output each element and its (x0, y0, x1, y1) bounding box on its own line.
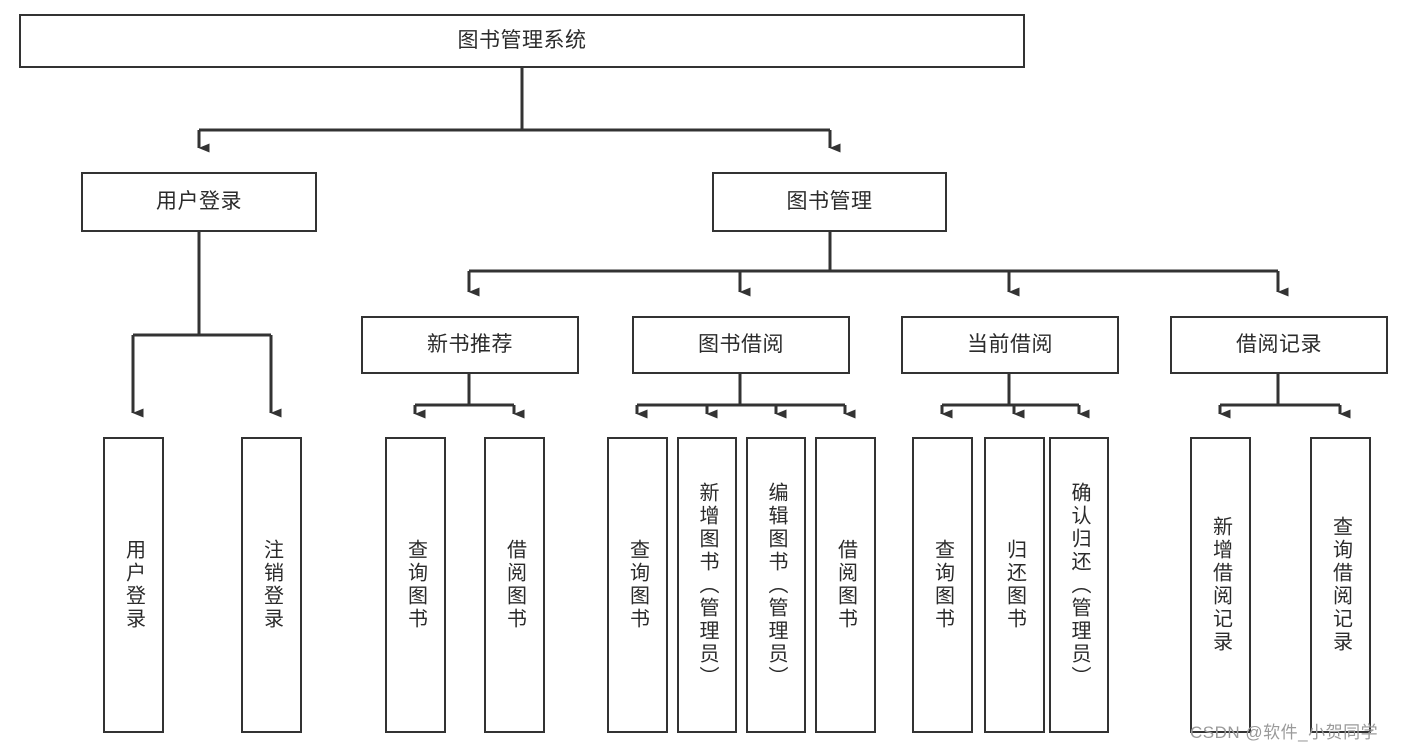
node-leaf-4-label: 查询图书 (626, 539, 649, 631)
node-leaf-10-label: 确认归还（管理员） (1068, 481, 1090, 689)
node-leaf-5-label: 新增图书（管理员） (696, 481, 718, 689)
node-leaf-8[interactable]: 查询图书 (912, 437, 973, 733)
node-level2-1-label: 图书管理 (786, 190, 873, 214)
node-level2-0-label: 用户登录 (156, 190, 242, 214)
node-leaf-1-label: 注销登录 (260, 539, 283, 631)
node-leaf-1[interactable]: 注销登录 (241, 437, 302, 733)
node-leaf-11[interactable]: 新增借阅记录 (1190, 437, 1251, 733)
node-leaf-6[interactable]: 编辑图书（管理员） (746, 437, 806, 733)
node-level3-3-label: 借阅记录 (1236, 333, 1322, 357)
node-leaf-7-label: 借阅图书 (834, 539, 857, 631)
node-leaf-3[interactable]: 借阅图书 (484, 437, 545, 733)
node-leaf-9-label: 归还图书 (1003, 539, 1026, 631)
node-root[interactable]: 图书管理系统 (19, 14, 1025, 68)
node-leaf-5[interactable]: 新增图书（管理员） (677, 437, 737, 733)
node-level3-0[interactable]: 新书推荐 (361, 316, 579, 374)
node-level3-3[interactable]: 借阅记录 (1170, 316, 1388, 374)
node-leaf-0[interactable]: 用户登录 (103, 437, 164, 733)
node-level3-1-label: 图书借阅 (698, 333, 784, 357)
node-leaf-7[interactable]: 借阅图书 (815, 437, 876, 733)
node-leaf-9[interactable]: 归还图书 (984, 437, 1045, 733)
node-leaf-8-label: 查询图书 (931, 539, 954, 631)
node-leaf-12[interactable]: 查询借阅记录 (1310, 437, 1371, 733)
node-leaf-0-label: 用户登录 (122, 539, 145, 631)
node-leaf-12-label: 查询借阅记录 (1329, 516, 1352, 654)
node-leaf-10[interactable]: 确认归还（管理员） (1049, 437, 1109, 733)
node-leaf-2[interactable]: 查询图书 (385, 437, 446, 733)
node-level3-0-label: 新书推荐 (427, 333, 513, 357)
node-leaf-11-label: 新增借阅记录 (1209, 516, 1232, 654)
node-leaf-4[interactable]: 查询图书 (607, 437, 668, 733)
node-level3-2[interactable]: 当前借阅 (901, 316, 1119, 374)
node-level3-1[interactable]: 图书借阅 (632, 316, 850, 374)
node-leaf-6-label: 编辑图书（管理员） (765, 481, 787, 689)
node-leaf-3-label: 借阅图书 (503, 539, 526, 631)
node-root-label: 图书管理系统 (457, 29, 587, 53)
node-leaf-2-label: 查询图书 (404, 539, 427, 631)
node-level2-0[interactable]: 用户登录 (81, 172, 317, 232)
node-level2-1[interactable]: 图书管理 (712, 172, 947, 232)
node-level3-2-label: 当前借阅 (967, 333, 1053, 357)
